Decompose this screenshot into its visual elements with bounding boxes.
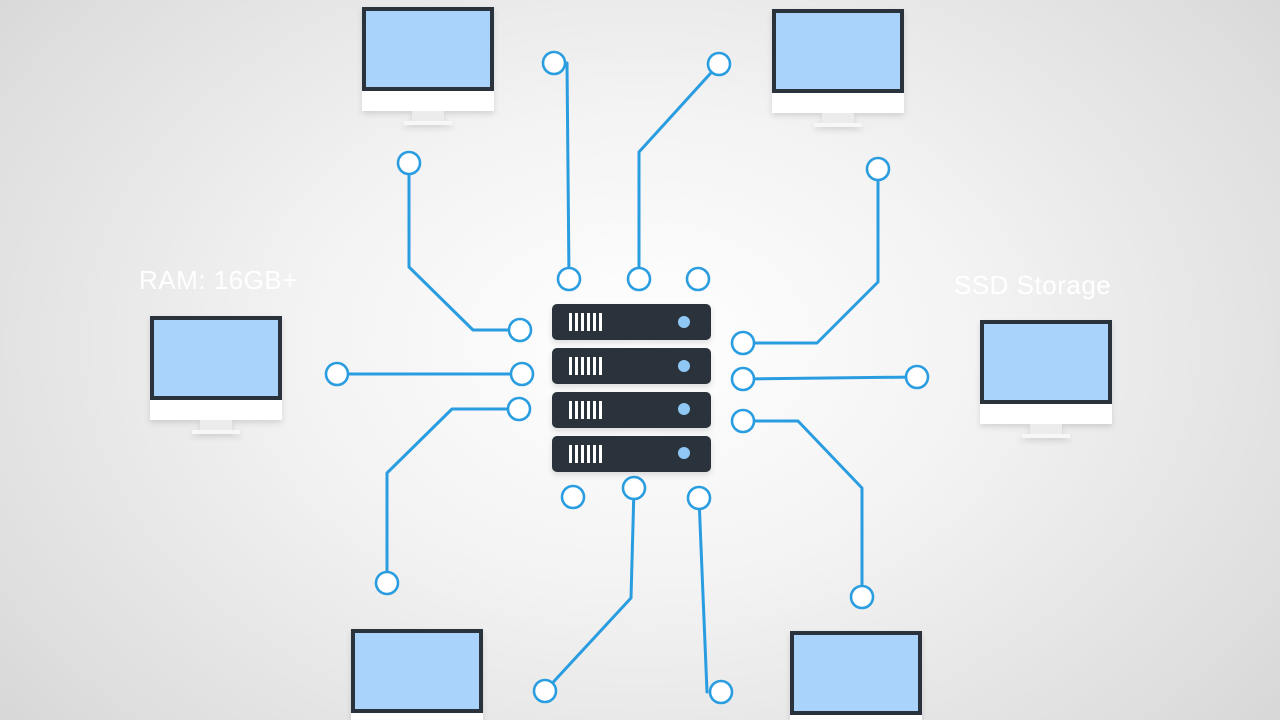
server-rack-icon [552, 304, 711, 472]
monitor-bottom-left [351, 629, 483, 720]
node-circle [560, 484, 586, 510]
node-circle [626, 266, 652, 292]
monitor-top-right [772, 9, 904, 127]
monitor-bottom-right [790, 631, 922, 720]
server-unit-3 [552, 392, 711, 428]
wire-top-1 [565, 61, 571, 281]
server-unit-2 [552, 348, 711, 384]
node-circle [532, 678, 558, 704]
node-circle [686, 485, 712, 511]
wire-bottom-2 [697, 496, 709, 694]
node-circle [507, 317, 533, 343]
monitor-left [150, 316, 282, 434]
wire-right-mid [741, 375, 919, 381]
wire-top-2 [637, 62, 721, 281]
node-circle [865, 156, 891, 182]
wire-lower-right [741, 419, 864, 599]
node-circle [708, 679, 734, 705]
node-circle [706, 51, 732, 77]
node-circle [685, 266, 711, 292]
server-unit-4 [552, 436, 711, 472]
node-circle [324, 361, 350, 387]
wire-upper-left [407, 161, 522, 332]
node-circle [730, 330, 756, 356]
node-circle [541, 50, 567, 76]
node-circle [621, 475, 647, 501]
node-circle [396, 150, 422, 176]
node-circle [374, 570, 400, 596]
connection-nodes [324, 50, 930, 705]
node-circle [730, 408, 756, 434]
connection-lines [335, 61, 919, 694]
node-circle [849, 584, 875, 610]
node-circle [506, 396, 532, 422]
monitor-right [980, 320, 1112, 438]
wire-bottom-1 [543, 486, 636, 693]
node-circle [556, 266, 582, 292]
ssd-storage-label: SSD Storage [954, 270, 1112, 300]
monitor-top-left [362, 7, 494, 125]
wire-lower-left [385, 407, 521, 585]
ram-label: RAM: 16GB+ [139, 265, 298, 295]
node-circle [509, 361, 535, 387]
node-circle [730, 366, 756, 392]
wire-upper-right [741, 167, 880, 345]
server-unit-1 [552, 304, 711, 340]
node-circle [904, 364, 930, 390]
